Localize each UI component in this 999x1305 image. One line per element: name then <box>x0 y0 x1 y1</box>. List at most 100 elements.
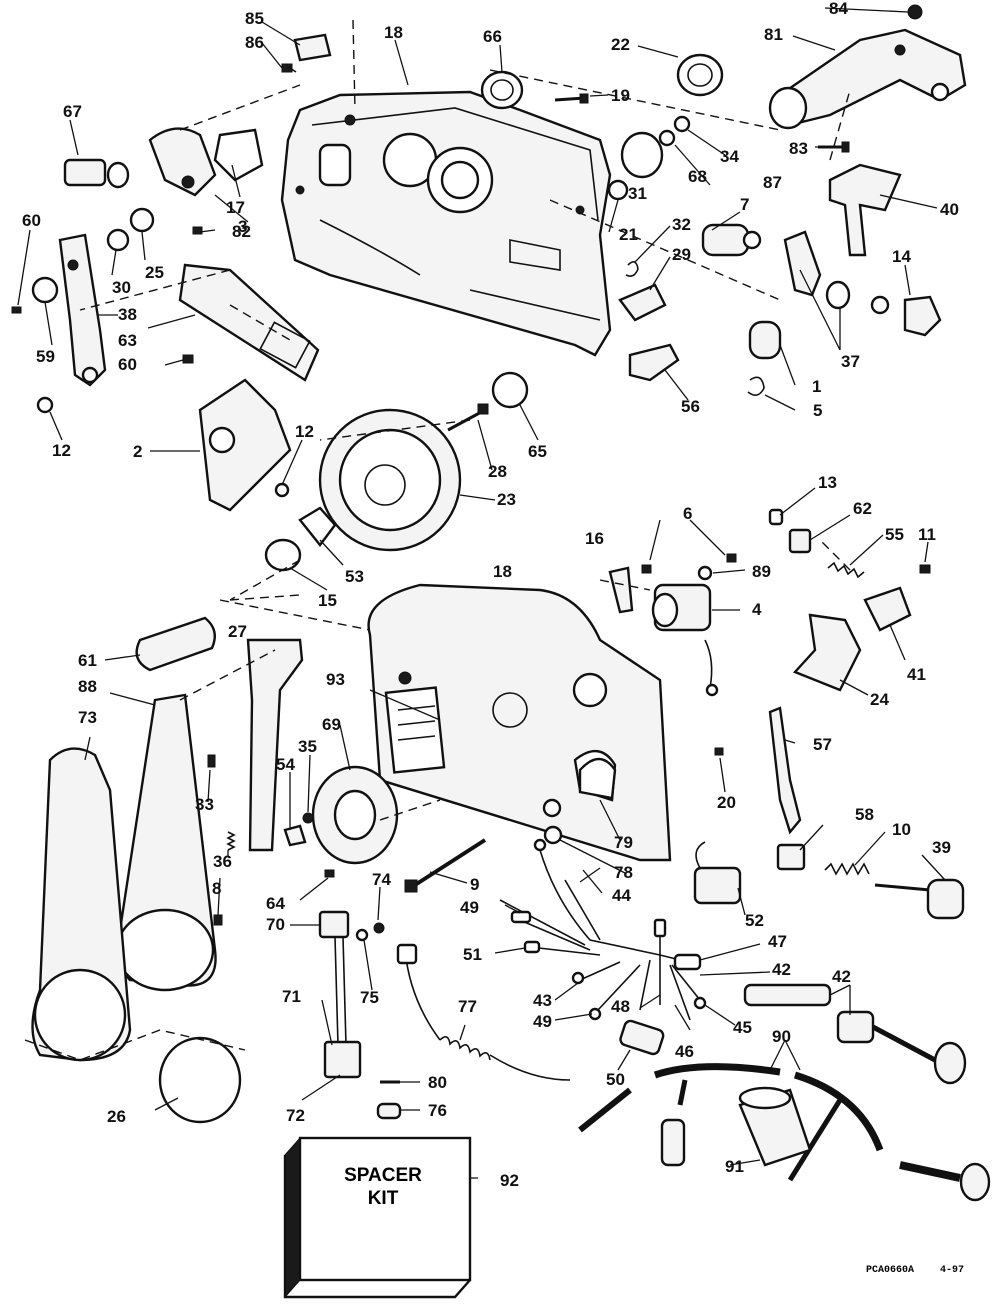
callout-56: 56 <box>681 397 700 416</box>
callout-78: 78 <box>614 863 633 882</box>
nut-78-part <box>543 825 563 845</box>
washer-25-part <box>129 207 155 233</box>
clip-16-part <box>608 566 634 614</box>
callout-69: 69 <box>322 715 341 734</box>
screw-60-lower-part <box>182 354 194 364</box>
callout-83: 83 <box>789 139 808 158</box>
callout-73: 73 <box>78 708 97 727</box>
screw-11-part <box>919 564 931 574</box>
screw-12-right-part <box>274 482 290 498</box>
drawing-code: PCA0660A <box>866 1265 914 1276</box>
callout-39: 39 <box>932 838 951 857</box>
switch-52-part <box>693 841 742 905</box>
callout-66: 66 <box>483 27 502 46</box>
screw-12-left-part <box>36 396 54 414</box>
callout-51: 51 <box>463 945 482 964</box>
callout-14: 14 <box>892 247 911 266</box>
callout-72: 72 <box>286 1106 305 1125</box>
gasket-17-part <box>213 128 264 182</box>
callout-49-lower: 49 <box>533 1012 552 1031</box>
callout-87: 87 <box>763 173 782 192</box>
callout-76: 76 <box>428 1101 447 1120</box>
lever-87-part <box>783 230 822 297</box>
callout-48: 48 <box>611 997 630 1016</box>
callout-18-upper: 18 <box>384 23 403 42</box>
callout-60-lower: 60 <box>118 355 137 374</box>
callout-79: 79 <box>614 833 633 852</box>
shaft-42-part <box>743 983 967 1085</box>
callout-74: 74 <box>372 870 391 889</box>
coil-cord-77-part <box>396 943 571 1081</box>
callout-35: 35 <box>298 737 317 756</box>
motor-4-part <box>651 583 719 697</box>
callout-49-upper: 49 <box>460 898 479 917</box>
clip-29-part <box>618 283 667 322</box>
rod-39-part <box>874 878 965 920</box>
callout-7: 7 <box>740 195 749 214</box>
callout-17: 17 <box>226 198 245 217</box>
callout-labels: 85 86 18 66 22 84 81 67 19 34 83 68 17 3… <box>22 0 959 1190</box>
switch-41-part <box>863 586 912 632</box>
callout-6: 6 <box>683 504 692 523</box>
callout-59: 59 <box>36 347 55 366</box>
spring-32-part <box>625 261 639 277</box>
callout-12-right: 12 <box>295 422 314 441</box>
bracket-2-part <box>198 378 292 512</box>
callout-55: 55 <box>885 525 904 544</box>
callout-28: 28 <box>488 462 507 481</box>
bushing-76-part <box>376 1102 402 1120</box>
callout-2: 2 <box>133 442 142 461</box>
callout-89: 89 <box>752 562 771 581</box>
callout-9: 9 <box>470 875 479 894</box>
callout-60-upper: 60 <box>22 211 41 230</box>
callout-65: 65 <box>528 442 547 461</box>
callout-1: 1 <box>812 377 821 396</box>
assembly-guide-lines-bottom <box>24 539 851 1061</box>
callout-41: 41 <box>907 665 926 684</box>
nut-84-part <box>907 4 923 20</box>
wiring-harness-part <box>499 838 707 1021</box>
screw-82-part <box>192 226 203 235</box>
knob-14-part <box>870 295 942 337</box>
callout-40: 40 <box>940 200 959 219</box>
lower-housing-part <box>367 583 672 862</box>
spring-36-part <box>226 831 236 851</box>
bolt-28-part <box>447 403 489 432</box>
nut-74-part <box>373 922 385 934</box>
washer-30-part <box>106 228 130 252</box>
bushing-15-part <box>264 538 302 572</box>
callout-68: 68 <box>688 167 707 186</box>
clip-56-part <box>628 343 680 382</box>
callout-64: 64 <box>266 894 285 913</box>
nut-34-part <box>673 115 691 133</box>
callout-43: 43 <box>533 991 552 1010</box>
disc-26-part <box>158 1036 242 1124</box>
callout-33: 33 <box>195 795 214 814</box>
callout-75: 75 <box>360 988 379 1007</box>
callout-58: 58 <box>855 805 874 824</box>
callout-30: 30 <box>112 278 131 297</box>
screw-60-upper-part <box>11 306 22 314</box>
bolt-9-part <box>404 838 487 893</box>
handle-73-part <box>31 747 132 1062</box>
fitting-50-part <box>619 1019 665 1056</box>
callout-26: 26 <box>107 1107 126 1126</box>
screw-20-part <box>714 747 724 756</box>
screw-35-part <box>302 812 314 824</box>
callout-93: 93 <box>326 670 345 689</box>
callout-32: 32 <box>672 215 691 234</box>
drawing-date: 4-97 <box>940 1265 964 1276</box>
washer-75-part <box>355 928 369 942</box>
callout-23: 23 <box>497 490 516 509</box>
ring-22-part <box>676 53 724 97</box>
bushing-66-part <box>480 70 524 110</box>
block-58-part <box>776 843 806 871</box>
callout-22: 22 <box>611 35 630 54</box>
clip-54-part <box>283 824 307 847</box>
callout-52: 52 <box>745 911 764 930</box>
callout-21: 21 <box>619 225 638 244</box>
upper-housing-part <box>280 90 612 357</box>
callout-45: 45 <box>733 1018 752 1037</box>
callout-leader-lines <box>17 7 946 1179</box>
callout-67: 67 <box>63 102 82 121</box>
